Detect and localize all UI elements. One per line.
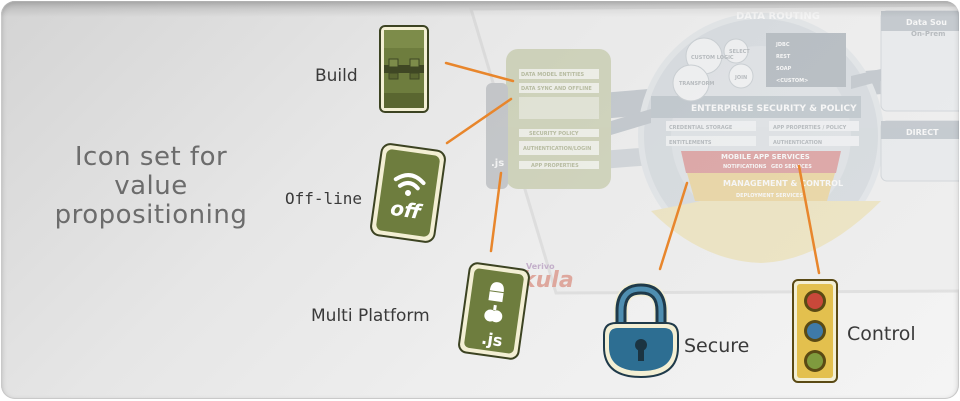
bg-panel — [468, 3, 959, 295]
svg-text:NOTIFICATIONS: NOTIFICATIONS — [723, 164, 767, 170]
svg-text:ENTERPRISE SECURITY & POLICY: ENTERPRISE SECURITY & POLICY — [691, 104, 857, 114]
padlock-icon — [599, 283, 683, 381]
bg-yellow-band — [687, 173, 835, 201]
offline-tablet-icon: off — [368, 141, 448, 245]
control-label: Control — [847, 323, 916, 345]
offline-label: Off-line — [285, 189, 363, 208]
svg-text:SOAP: SOAP — [776, 66, 792, 72]
svg-text:kula: kula — [521, 268, 574, 293]
svg-text:SELECT: SELECT — [729, 49, 750, 55]
svg-text:CREDENTIAL STORAGE: CREDENTIAL STORAGE — [669, 125, 733, 131]
svg-text:DEPLOYMENT SERVICES: DEPLOYMENT SERVICES — [736, 193, 803, 199]
svg-text:APP PROPERTIES: APP PROPERTIES — [531, 163, 579, 169]
svg-text:MOBILE APP SERVICES: MOBILE APP SERVICES — [721, 153, 810, 161]
bg-yellow-arc — [651, 201, 881, 263]
bg-circle — [638, 13, 884, 259]
svg-text:MANAGEMENT & CONTROL: MANAGEMENT & CONTROL — [723, 179, 843, 188]
svg-text:GEO SERVICES: GEO SERVICES — [771, 164, 812, 170]
svg-text:Verivo: Verivo — [526, 262, 555, 271]
svg-text:On-Prem: On-Prem — [911, 30, 945, 38]
multi-platform-label: Multi Platform — [311, 306, 430, 326]
traffic-light-icon — [787, 277, 843, 385]
svg-text:SECURITY POLICY: SECURITY POLICY — [529, 131, 579, 137]
headline: Icon set for value propositioning — [31, 143, 271, 230]
svg-text:<CUSTOM>: <CUSTOM> — [776, 78, 808, 84]
headline-line-1: Icon set for — [74, 142, 228, 172]
svg-text:DIRECT: DIRECT — [906, 128, 939, 137]
svg-text:AUTHENTICATION/LOGIN: AUTHENTICATION/LOGIN — [523, 146, 591, 152]
building-block-icon — [374, 23, 434, 115]
headline-line-3: propositioning — [54, 200, 248, 230]
multi-platform-tablet-icon: .js — [456, 261, 532, 361]
connector-offline — [445, 97, 513, 145]
js-text: .js — [480, 329, 504, 351]
svg-text:ENTITLEMENTS: ENTITLEMENTS — [669, 140, 712, 146]
bg-red-band — [681, 151, 841, 173]
headline-line-2: value — [114, 171, 188, 201]
svg-text:JDBC: JDBC — [775, 42, 790, 48]
build-label: Build — [315, 66, 358, 86]
svg-text:TRANSFORM: TRANSFORM — [679, 81, 714, 87]
svg-text:DATA ROUTING: DATA ROUTING — [736, 11, 820, 22]
bg-client-box — [506, 49, 611, 189]
svg-text:DATA SYNC AND OFFLINE: DATA SYNC AND OFFLINE — [521, 86, 592, 92]
bg-band-mid — [601, 123, 959, 169]
svg-text:CUSTOM LOGIC: CUSTOM LOGIC — [691, 55, 734, 61]
svg-text:APP PROPERTIES / POLICY: APP PROPERTIES / POLICY — [773, 125, 847, 131]
secure-label: Secure — [684, 335, 750, 357]
svg-text:REST: REST — [776, 54, 791, 60]
off-text: off — [389, 196, 425, 224]
svg-text:.js: .js — [491, 158, 504, 169]
connector-build — [444, 61, 515, 83]
connector-secure — [658, 181, 689, 271]
svg-text:Data Sou: Data Sou — [906, 18, 947, 27]
connector-multi-platform — [489, 171, 503, 253]
bg-band-top — [601, 63, 959, 119]
svg-text:JOIN: JOIN — [734, 75, 747, 81]
svg-text:AUTHENTICATION: AUTHENTICATION — [773, 140, 822, 146]
connector-control — [797, 164, 821, 275]
svg-text:DATA MODEL ENTITIES: DATA MODEL ENTITIES — [521, 72, 585, 78]
